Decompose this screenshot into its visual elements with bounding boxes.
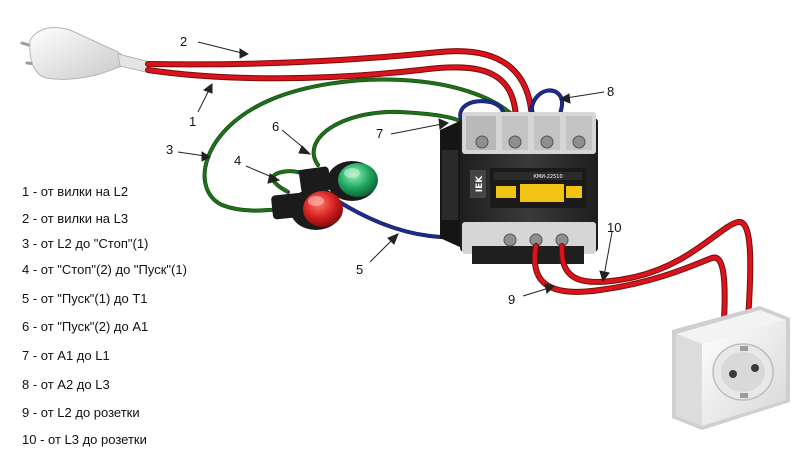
contactor-model: КМИ-22510: [533, 174, 562, 180]
legend-item: 7 - от A1 до L1: [22, 348, 110, 363]
contactor-armature: [520, 184, 564, 202]
wire-1: [146, 65, 518, 122]
wire-6: [312, 110, 464, 167]
legend-item: 5 - от "Пуск"(1) до T1: [22, 291, 148, 306]
stop-button: [271, 188, 343, 230]
socket-hole-left: [729, 370, 737, 378]
callout-9: 9: [508, 292, 515, 307]
callout-2: 2: [180, 34, 187, 49]
legend-item: 9 - от L2 до розетки: [22, 405, 140, 420]
wire-3: [203, 78, 520, 213]
legend-item: 2 - от вилки на L3: [22, 211, 129, 226]
callout-4: 4: [234, 153, 241, 168]
power-plug: [20, 27, 151, 80]
callout-1: 1: [189, 114, 196, 129]
red-wires-to-socket: [531, 219, 754, 323]
legend-item: 10 - от L3 до розетки: [22, 432, 147, 447]
callout-numbers: 2 1 3 4 5 6 7 8 9 10: [166, 34, 621, 307]
socket-hole-right: [751, 364, 759, 372]
contactor-brand: IEK: [475, 175, 485, 192]
wire-2: [146, 49, 534, 122]
callout-7: 7: [376, 126, 383, 141]
legend-item: 4 - от "Стоп"(2) до "Пуск"(1): [22, 262, 187, 277]
callout-3: 3: [166, 142, 173, 157]
start-button: [298, 161, 378, 201]
legend-item: 6 - от "Пуск"(2) до A1: [22, 319, 149, 334]
callout-6: 6: [272, 119, 279, 134]
callout-pointers: [177, 41, 613, 297]
callout-10: 10: [607, 220, 621, 235]
callout-5: 5: [356, 262, 363, 277]
callout-8: 8: [607, 84, 614, 99]
legend-item: 3 - от L2 до "Стоп"(1): [22, 236, 149, 251]
legend-item: 1 - от вилки на L2: [22, 184, 129, 199]
red-wires-from-plug: [145, 48, 535, 123]
plug-body: [29, 27, 125, 80]
power-socket: [672, 306, 790, 430]
legend-item: 8 - от A2 до L3: [22, 377, 110, 392]
wire-10: [559, 220, 753, 322]
wire-9: [532, 244, 727, 322]
contactor: КМИ-22510 IEK: [440, 112, 598, 264]
